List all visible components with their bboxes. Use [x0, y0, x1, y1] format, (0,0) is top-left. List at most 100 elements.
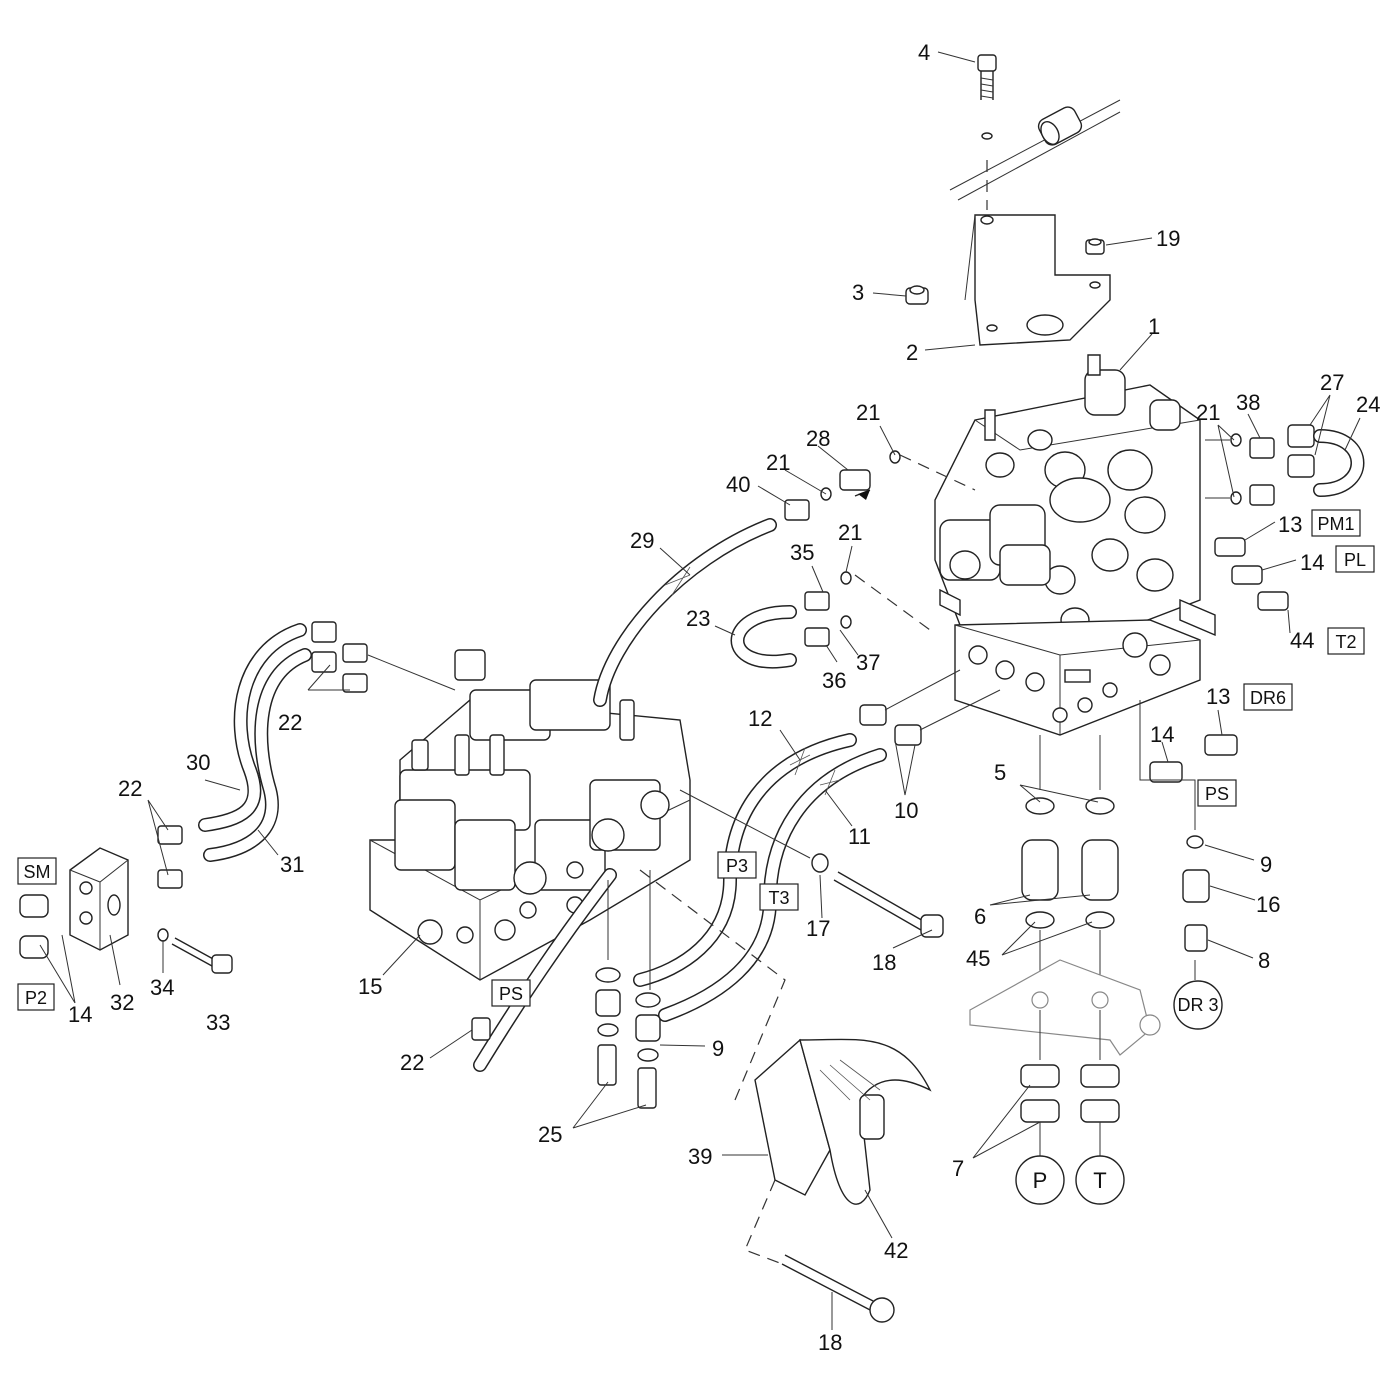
- callout-42: 42: [884, 1238, 908, 1263]
- block-32: [19, 825, 183, 959]
- screw-18-lower: [781, 1254, 895, 1323]
- svg-text:SM: SM: [24, 862, 51, 882]
- port-tag-p3: P3: [717, 851, 757, 879]
- svg-text:T2: T2: [1335, 632, 1356, 652]
- callout-25: 25: [538, 1122, 562, 1147]
- callout-1: 1: [1148, 314, 1160, 339]
- callout-14: 14: [1300, 550, 1324, 575]
- callout-6: 6: [974, 904, 986, 929]
- callout-22: 22: [118, 776, 142, 801]
- callout-38: 38: [1236, 390, 1260, 415]
- callout-numbers: 4 19 3 2 1 21 28 21 40 21 38 27 24 13 29…: [68, 40, 1380, 1355]
- svg-text:DR6: DR6: [1250, 688, 1286, 708]
- svg-text:PS: PS: [499, 984, 523, 1004]
- hose-lower: [473, 868, 617, 1072]
- svg-text:T3: T3: [768, 888, 789, 908]
- callout-45: 45: [966, 946, 990, 971]
- callout-8: 8: [1258, 948, 1270, 973]
- callout-15: 15: [358, 974, 382, 999]
- u-tube-23: [730, 571, 931, 669]
- callout-37: 37: [856, 650, 880, 675]
- callout-28: 28: [806, 426, 830, 451]
- nuts-7: [1020, 1010, 1120, 1155]
- callout-2: 2: [906, 340, 918, 365]
- screw-33: [157, 928, 233, 974]
- port-tag-ps-right: PS: [1197, 779, 1237, 807]
- svg-text:P3: P3: [726, 856, 748, 876]
- callout-30: 30: [186, 750, 210, 775]
- callout-31: 31: [280, 852, 304, 877]
- callout-40: 40: [726, 472, 750, 497]
- port-tags: PM1 PL T2 DR6 PS P3 T3 SM: [17, 509, 1375, 1011]
- callout-14: 14: [1150, 722, 1174, 747]
- callout-19: 19: [1156, 226, 1180, 251]
- callout-35: 35: [790, 540, 814, 565]
- svg-text:DR 3: DR 3: [1177, 995, 1218, 1015]
- callout-21: 21: [856, 400, 880, 425]
- svg-text:P: P: [1033, 1168, 1048, 1193]
- callout-33: 33: [206, 1010, 230, 1035]
- clamp-39-strap-42: [639, 869, 932, 1266]
- mounting-bracket-2: [964, 160, 1111, 346]
- callout-7: 7: [952, 1156, 964, 1181]
- nut-19: [1085, 238, 1105, 255]
- left-lower-stack: [595, 870, 661, 1109]
- callout-13: 13: [1206, 684, 1230, 709]
- center-stack: [1021, 700, 1210, 1000]
- callout-4: 4: [918, 40, 930, 65]
- hose-29: [593, 518, 777, 707]
- port-tag-ps-left: PS: [491, 979, 531, 1007]
- callout-18: 18: [872, 950, 896, 975]
- fittings-10: [859, 669, 1001, 746]
- port-tag-t2: T2: [1327, 627, 1365, 655]
- screw-18-upper: [679, 789, 944, 938]
- callout-39: 39: [688, 1144, 712, 1169]
- svg-text:PM1: PM1: [1317, 514, 1354, 534]
- callout-29: 29: [630, 528, 654, 553]
- callout-9: 9: [1260, 852, 1272, 877]
- callout-32: 32: [110, 990, 134, 1015]
- circle-tag-p: P: [1015, 1155, 1065, 1205]
- port-tag-dr6: DR6: [1243, 683, 1293, 711]
- circle-tag-dr3: DR 3: [1173, 980, 1223, 1030]
- main-control-valve-1: [934, 354, 1216, 651]
- screw-4: [977, 54, 997, 140]
- port-tag-sm: SM: [17, 857, 57, 885]
- port-tag-p2: P2: [17, 983, 55, 1011]
- callout-36: 36: [822, 668, 846, 693]
- callout-12: 12: [748, 706, 772, 731]
- u-tube-24: [1313, 429, 1365, 497]
- callout-23: 23: [686, 606, 710, 631]
- overhead-rod: [949, 99, 1121, 201]
- callout-24: 24: [1356, 392, 1380, 417]
- port-tag-pl: PL: [1335, 545, 1375, 573]
- callout-9: 9: [712, 1036, 724, 1061]
- leader-lines: [39, 51, 1361, 1330]
- callout-3: 3: [852, 280, 864, 305]
- callout-13: 13: [1278, 512, 1302, 537]
- fittings-28-40-21: [784, 450, 976, 521]
- callout-34: 34: [150, 975, 174, 1000]
- callout-16: 16: [1256, 892, 1280, 917]
- hoses-30-31: [198, 623, 312, 862]
- callout-27: 27: [1320, 370, 1344, 395]
- fittings-22: [311, 621, 491, 1041]
- subplate-block: [954, 619, 1201, 736]
- mount-plate-grey: [969, 959, 1161, 1056]
- circle-tag-t: T: [1075, 1155, 1125, 1205]
- svg-text:P2: P2: [25, 988, 47, 1008]
- port-tag-t3: T3: [759, 883, 799, 911]
- callout-17: 17: [806, 916, 830, 941]
- callout-5: 5: [994, 760, 1006, 785]
- callout-21: 21: [1196, 400, 1220, 425]
- callout-21: 21: [838, 520, 862, 545]
- callout-22: 22: [278, 710, 302, 735]
- svg-text:PL: PL: [1344, 550, 1366, 570]
- callout-21: 21: [766, 450, 790, 475]
- callout-10: 10: [894, 798, 918, 823]
- callout-11: 11: [848, 824, 871, 849]
- callout-22: 22: [400, 1050, 424, 1075]
- callout-18: 18: [818, 1330, 842, 1355]
- solenoid-valve-block-15: [369, 649, 691, 981]
